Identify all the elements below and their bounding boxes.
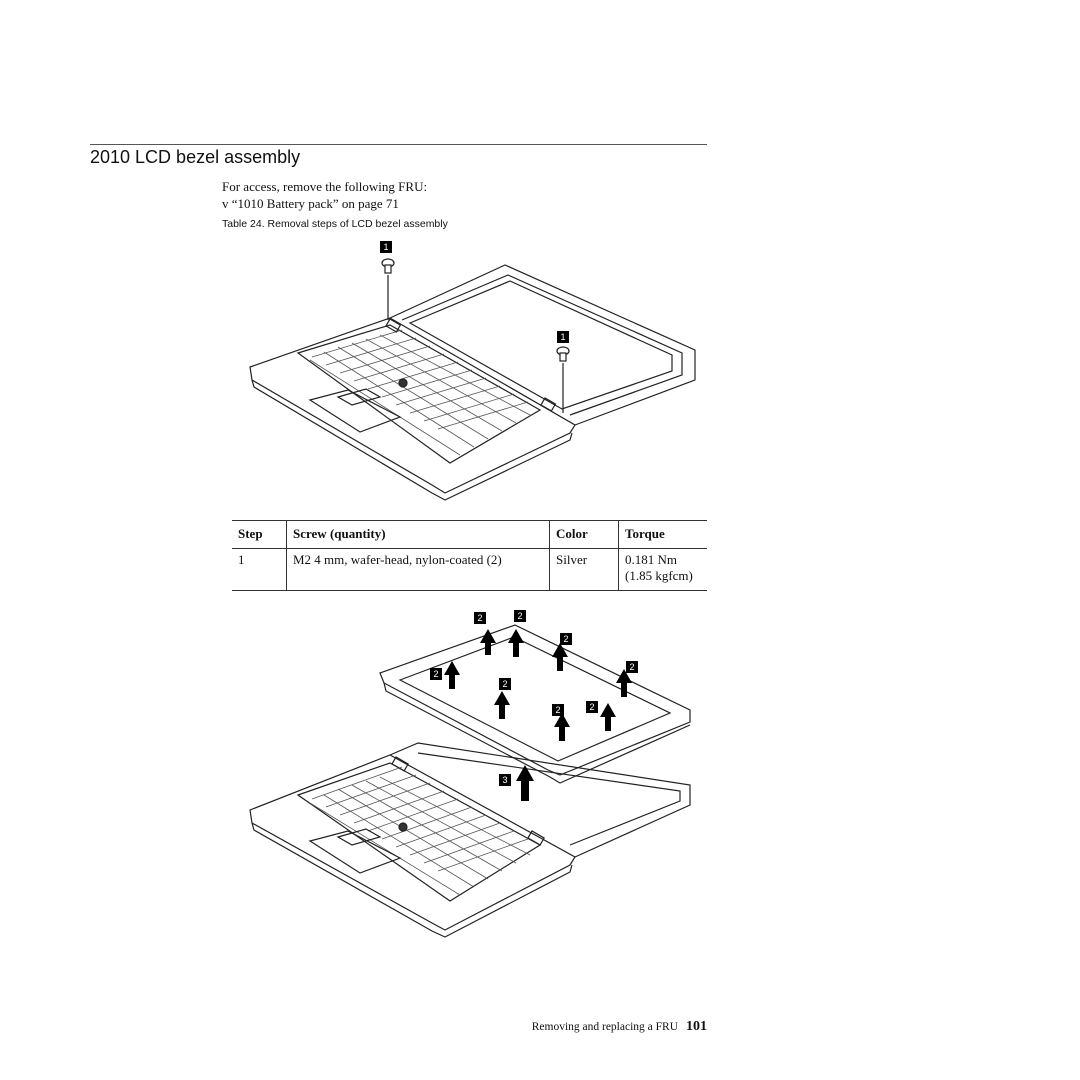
callout-step-1: 1: [380, 241, 392, 253]
title-rule: [90, 144, 707, 145]
table-caption: Table 24. Removal steps of LCD bezel ass…: [222, 218, 448, 230]
arrow-up-icon: [444, 661, 460, 689]
header-step: Step: [232, 520, 287, 549]
figure-bezel-removal: [249, 624, 691, 938]
footer-text: Removing and replacing a FRU: [531, 1021, 678, 1033]
callout-step-2: 2: [430, 668, 442, 680]
page-number: 101: [686, 1019, 707, 1034]
display-panel: [389, 264, 696, 426]
torque-nm: 0.181 Nm: [625, 552, 677, 567]
access-item-battery: v “1010 Battery pack” on page 71: [222, 196, 399, 211]
cell-color: Silver: [549, 548, 619, 591]
arrow-up-icon: [552, 643, 568, 671]
callout-step-2: 2: [474, 612, 486, 624]
display-panel: [389, 742, 691, 858]
figure-screw-removal: [249, 258, 696, 501]
access-note: For access, remove the following FRU: v …: [222, 178, 427, 212]
arrow-up-icon: [508, 629, 524, 657]
arrow-up-icon: [600, 703, 616, 731]
torque-kgfcm: (1.85 kgfcm): [625, 568, 693, 583]
lcd-bezel: [379, 624, 691, 776]
access-intro: For access, remove the following FRU:: [222, 179, 428, 194]
cell-step: 1: [232, 548, 287, 591]
callout-step-2: 2: [626, 661, 638, 673]
callout-step-2: 2: [499, 678, 511, 690]
arrow-up-icon: [494, 691, 510, 719]
header-screw: Screw (quantity): [286, 520, 550, 549]
table-header-row: Step Screw (quantity) Color Torque: [232, 520, 707, 549]
cell-screw: M2 4 mm, wafer-head, nylon-coated (2): [286, 548, 550, 591]
arrow-icons: [444, 629, 632, 801]
section-title: 2010 LCD bezel assembly: [90, 147, 301, 167]
callout-step-2: 2: [586, 701, 598, 713]
callout-step-1: 1: [557, 331, 569, 343]
screw-icon: [381, 258, 395, 274]
arrow-up-icon: [480, 629, 496, 655]
touchpad: [308, 830, 402, 874]
callout-step-2: 2: [560, 633, 572, 645]
callout-step-3: 3: [499, 774, 511, 786]
cell-torque: 0.181 Nm (1.85 kgfcm): [618, 548, 707, 591]
arrow-up-icon: [516, 765, 534, 801]
screw-icon: [556, 346, 570, 362]
laptop-base: [249, 754, 576, 931]
header-color: Color: [549, 520, 619, 549]
callout-step-2: 2: [514, 610, 526, 622]
laptop-base: [249, 317, 576, 494]
keyboard: [296, 324, 542, 464]
arrow-up-icon: [616, 669, 632, 697]
table-row: 1 M2 4 mm, wafer-head, nylon-coated (2) …: [232, 548, 707, 591]
header-torque: Torque: [618, 520, 707, 549]
callout-step-2: 2: [552, 704, 564, 716]
arrow-up-icon: [554, 713, 570, 741]
touchpad: [308, 389, 402, 433]
page-footer: Removing and replacing a FRU 101: [532, 1019, 707, 1035]
screw-table: Step Screw (quantity) Color Torque 1 M2 …: [232, 520, 707, 591]
